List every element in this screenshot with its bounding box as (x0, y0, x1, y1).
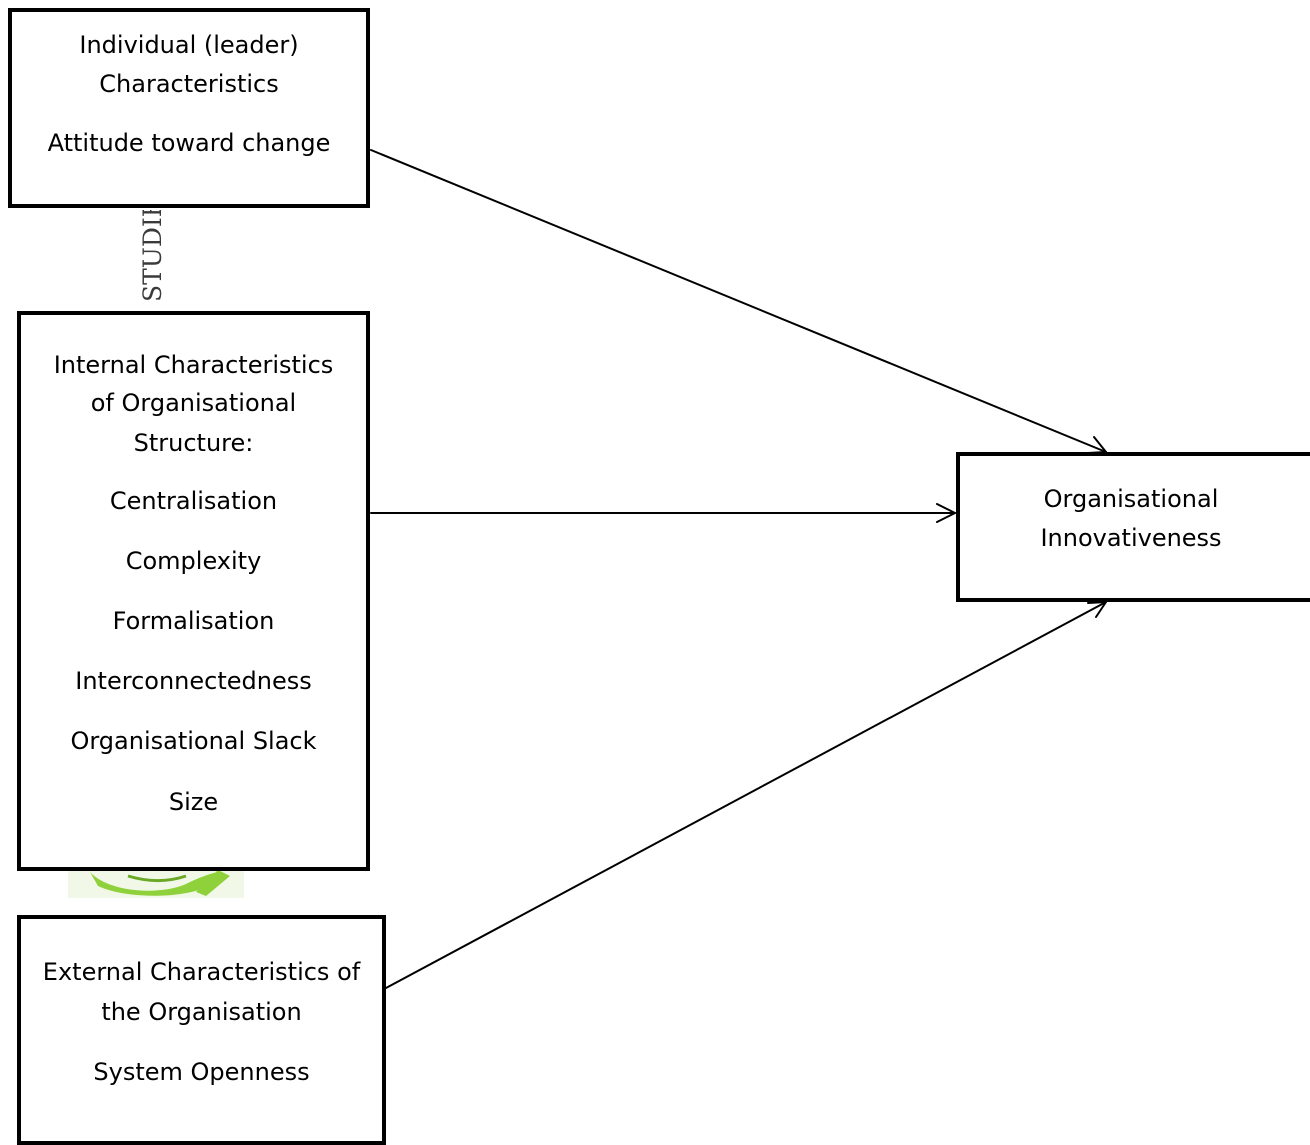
arrow-internal-to-innovativeness (370, 503, 956, 523)
watermark-logo (68, 866, 244, 898)
outcome-line-1: Organisational (1043, 485, 1219, 513)
external-characteristics-box: External Characteristics of the Organisa… (17, 915, 386, 1145)
external-item-system-openness: System Openness (93, 1058, 310, 1086)
individual-characteristics-box: Individual (leader) Characteristics Atti… (8, 8, 370, 208)
internal-item-formalisation: Formalisation (112, 607, 275, 635)
internal-item-centralisation: Centralisation (109, 487, 278, 515)
individual-item-attitude: Attitude toward change (47, 129, 331, 157)
internal-title-line-3: Structure: (133, 429, 254, 457)
internal-title-line-2: of Organisational (90, 389, 297, 417)
arrow-external-to-innovativeness (385, 601, 1107, 989)
organisational-innovativeness-box: Organisational Innovativeness (956, 452, 1310, 602)
internal-item-complexity: Complexity (125, 547, 262, 575)
internal-item-size: Size (168, 788, 219, 816)
external-title-line-2: the Organisation (101, 998, 302, 1026)
internal-item-interconnectedness: Interconnectedness (75, 667, 312, 695)
individual-title-line-2: Characteristics (99, 70, 279, 98)
external-title-line-1: External Characteristics of (42, 958, 361, 986)
individual-title-line-1: Individual (leader) (79, 31, 299, 59)
internal-title-line-1: Internal Characteristics (53, 351, 334, 379)
arrow-individual-to-innovativeness (370, 149, 1107, 454)
internal-item-organisational-slack: Organisational Slack (70, 727, 317, 755)
outcome-line-2: Innovativeness (1040, 524, 1222, 552)
internal-characteristics-box: Internal Characteristics of Organisation… (17, 311, 370, 871)
